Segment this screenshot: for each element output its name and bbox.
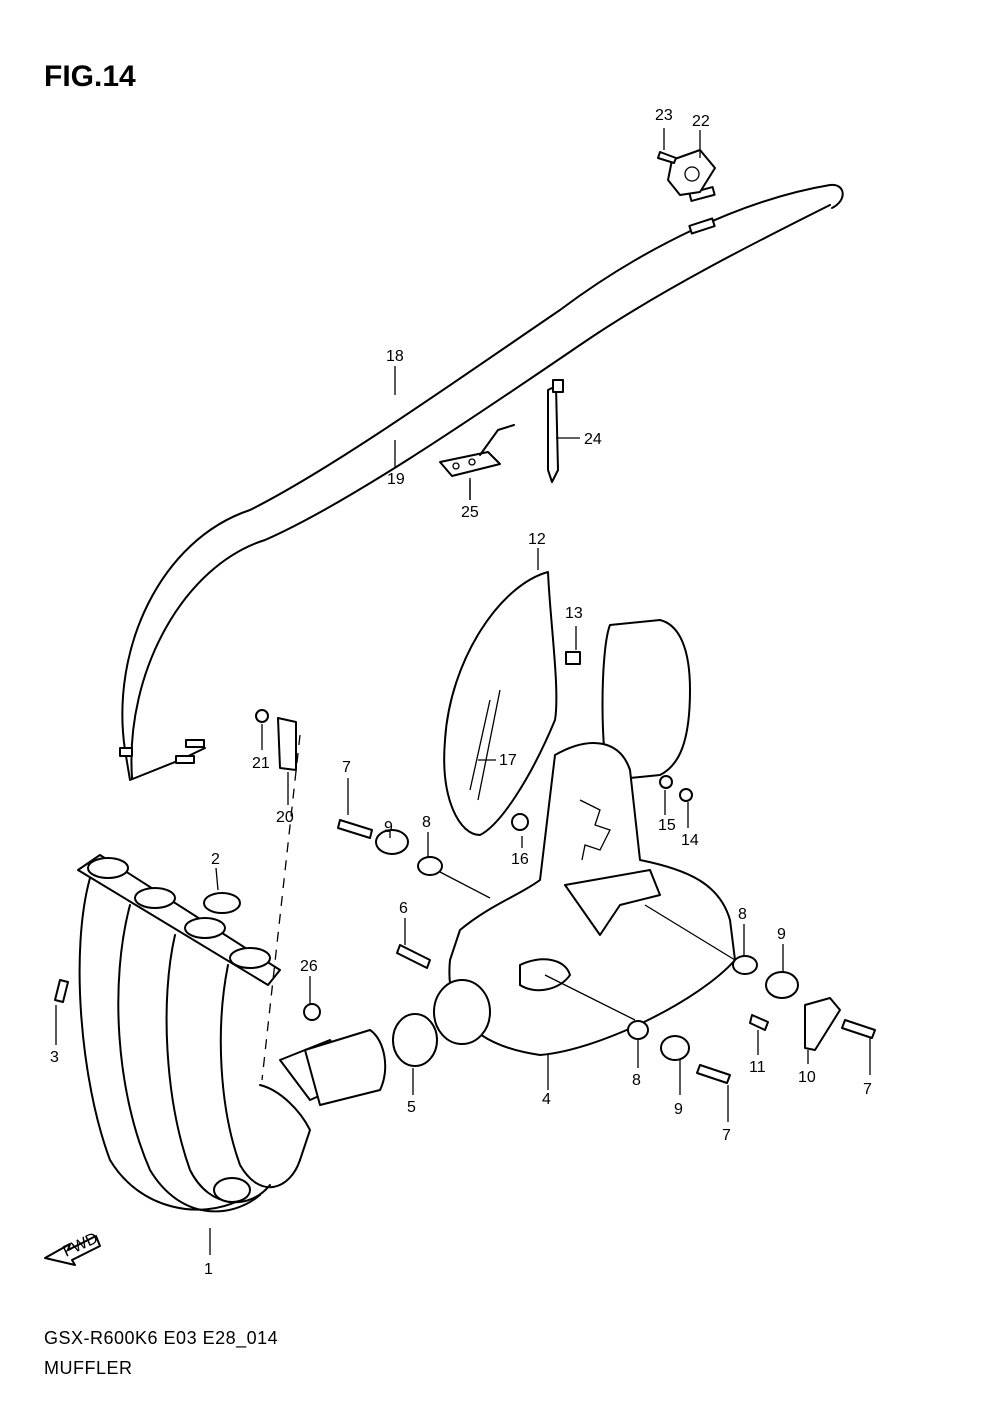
callout-11: 11 <box>749 1059 766 1076</box>
callout-9b: 9 <box>777 926 786 943</box>
callout-7b: 7 <box>722 1127 731 1144</box>
leader-lines <box>55 366 871 1122</box>
fastener-icons <box>54 651 876 1084</box>
heat-shield-icon <box>443 548 558 836</box>
callout-3: 3 <box>50 1049 59 1066</box>
callout-15: 15 <box>658 817 676 834</box>
callout-7a: 7 <box>342 759 351 776</box>
exhaust-clamp-icon <box>304 979 491 1106</box>
callout-10: 10 <box>798 1069 816 1086</box>
figure-name: MUFFLER <box>44 1358 133 1378</box>
bracket-20-icon <box>277 717 297 771</box>
callout-22: 22 <box>692 113 710 130</box>
forward-arrow-icon: FWD <box>44 1230 101 1266</box>
callout-18: 18 <box>386 348 404 365</box>
callout-8a: 8 <box>422 814 431 831</box>
callout-17: 17 <box>499 752 517 769</box>
callout-8b: 8 <box>738 906 747 923</box>
model-code: GSX-R600K6 E03 E28_014 <box>44 1328 279 1348</box>
cable-bracket-icon <box>439 424 515 500</box>
callout-1: 1 <box>204 1261 213 1278</box>
callout-26: 26 <box>300 958 318 975</box>
cable-end-18-icon <box>119 747 133 757</box>
callout-labels: 1 2 3 4 5 6 7 7 7 8 8 8 9 9 9 10 11 12 1… <box>50 107 872 1278</box>
cable-pulley-icon <box>657 128 716 196</box>
callout-16: 16 <box>511 851 529 868</box>
callout-12: 12 <box>528 531 546 548</box>
callout-19: 19 <box>387 471 405 488</box>
callout-7c: 7 <box>863 1081 872 1098</box>
callout-2: 2 <box>211 851 220 868</box>
alignment-lines <box>261 734 736 1081</box>
callout-20: 20 <box>276 809 294 826</box>
callout-6: 6 <box>399 900 408 917</box>
callout-14: 14 <box>681 832 699 849</box>
callout-13: 13 <box>565 605 583 622</box>
callout-9a: 9 <box>384 819 393 836</box>
callout-21: 21 <box>252 755 270 772</box>
callout-5: 5 <box>407 1099 416 1116</box>
bracket-10-icon <box>804 997 841 1051</box>
callout-4: 4 <box>542 1091 551 1108</box>
figure-title: FIG.14 <box>44 60 136 93</box>
callout-9c: 9 <box>674 1101 683 1118</box>
callout-24: 24 <box>584 431 602 448</box>
callout-23: 23 <box>655 107 673 124</box>
gasket-icon <box>203 892 241 914</box>
cable-end-19-icon <box>175 755 195 764</box>
callout-8c: 8 <box>632 1072 641 1089</box>
callout-25: 25 <box>461 504 479 521</box>
muffler-icon <box>448 619 736 1090</box>
cable-tie-icon <box>547 379 580 483</box>
